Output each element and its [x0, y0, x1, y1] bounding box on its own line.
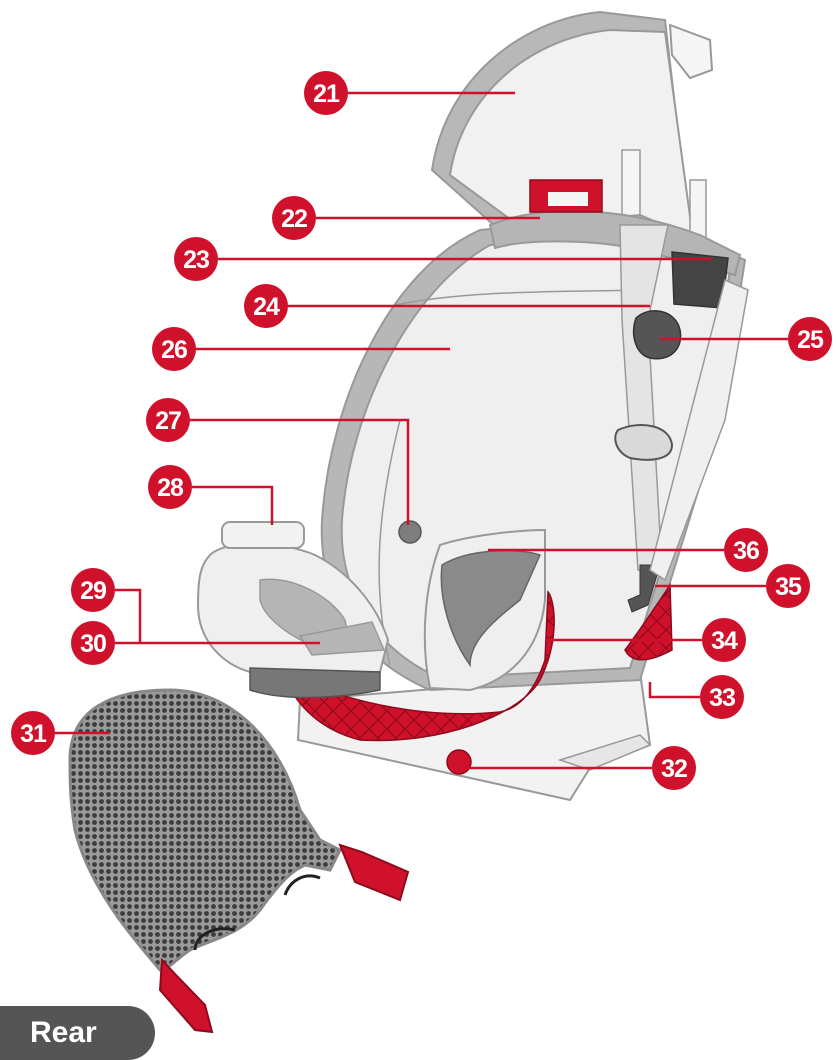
- callout-36-label: 36: [733, 537, 759, 565]
- callout-34-label: 34: [711, 627, 738, 655]
- callout-33: 33: [700, 675, 744, 719]
- base-button-red: [447, 750, 471, 774]
- callout-22: 22: [272, 196, 316, 240]
- callout-27: 27: [146, 398, 190, 442]
- recline-knob: [399, 521, 421, 543]
- cup-holder-cap: [222, 522, 304, 548]
- belt-lock: [615, 425, 672, 460]
- callout-36: 36: [724, 528, 768, 572]
- callout-35-label: 35: [775, 573, 802, 601]
- callout-28-label: 28: [157, 474, 184, 502]
- leader-29: [115, 590, 140, 642]
- leader-28: [192, 487, 272, 525]
- callout-35: 35: [766, 564, 810, 608]
- harness-slot-inner: [548, 192, 588, 206]
- headrest-guide: [670, 25, 712, 78]
- callout-33-label: 33: [709, 684, 735, 712]
- seat-pad-clip-left: [160, 960, 212, 1032]
- callout-25: 25: [788, 317, 832, 361]
- callout-31-label: 31: [20, 720, 47, 748]
- seat-pad-curve-2: [285, 876, 320, 895]
- callout-26: 26: [152, 327, 196, 371]
- callout-28: 28: [148, 465, 192, 509]
- belt-guide: [634, 311, 681, 359]
- callout-24-label: 24: [253, 293, 280, 321]
- callout-30: 30: [71, 621, 115, 665]
- callout-29-label: 29: [80, 577, 106, 605]
- callout-22-label: 22: [281, 205, 307, 233]
- callout-23-label: 23: [183, 246, 209, 274]
- callout-30-label: 30: [80, 630, 106, 658]
- callout-23: 23: [174, 237, 218, 281]
- callout-32: 32: [652, 746, 696, 790]
- leader-33: [650, 682, 700, 697]
- callout-31: 31: [11, 711, 55, 755]
- callout-26-label: 26: [161, 336, 187, 364]
- callout-34: 34: [702, 618, 746, 662]
- callout-32-label: 32: [661, 755, 687, 783]
- seat-pad-clip-right: [340, 845, 408, 900]
- callout-29: 29: [71, 568, 115, 612]
- callout-27-label: 27: [155, 407, 181, 435]
- callout-21-label: 21: [313, 80, 340, 108]
- callout-25-label: 25: [797, 326, 824, 354]
- callout-24: 24: [244, 284, 288, 328]
- callout-21: 21: [304, 71, 348, 115]
- view-label-rear: Rear: [0, 1006, 155, 1060]
- cup-holder-base: [250, 668, 380, 698]
